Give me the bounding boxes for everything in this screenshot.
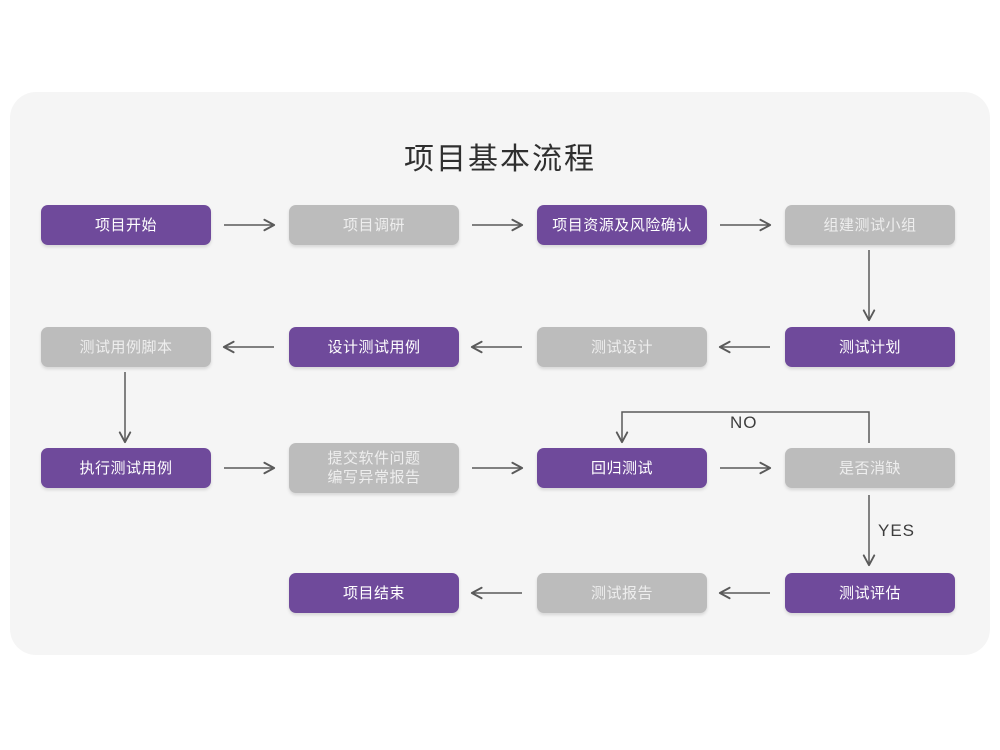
node-submit-issue-report[interactable]: 提交软件问题 编写异常报告 (289, 443, 459, 493)
node-test-plan[interactable]: 测试计划 (785, 327, 955, 367)
node-test-design[interactable]: 测试设计 (537, 327, 707, 367)
page-title: 项目基本流程 (404, 143, 596, 176)
edge-label-no: NO (730, 413, 758, 432)
edge-label-yes: YES (878, 521, 916, 540)
node-design-test-case[interactable]: 设计测试用例 (289, 327, 459, 367)
node-resource-risk-confirm[interactable]: 项目资源及风险确认 (537, 205, 707, 245)
node-project-end[interactable]: 项目结束 (289, 573, 459, 613)
node-regression-test[interactable]: 回归测试 (537, 448, 707, 488)
node-defect-cleared-decision[interactable]: 是否消缺 (785, 448, 955, 488)
node-form-test-team[interactable]: 组建测试小组 (785, 205, 955, 245)
node-execute-test-case[interactable]: 执行测试用例 (41, 448, 211, 488)
node-test-evaluation[interactable]: 测试评估 (785, 573, 955, 613)
node-test-report[interactable]: 测试报告 (537, 573, 707, 613)
flowchart-card (10, 92, 990, 655)
node-test-case-script[interactable]: 测试用例脚本 (41, 327, 211, 367)
node-project-start[interactable]: 项目开始 (41, 205, 211, 245)
node-project-research[interactable]: 项目调研 (289, 205, 459, 245)
